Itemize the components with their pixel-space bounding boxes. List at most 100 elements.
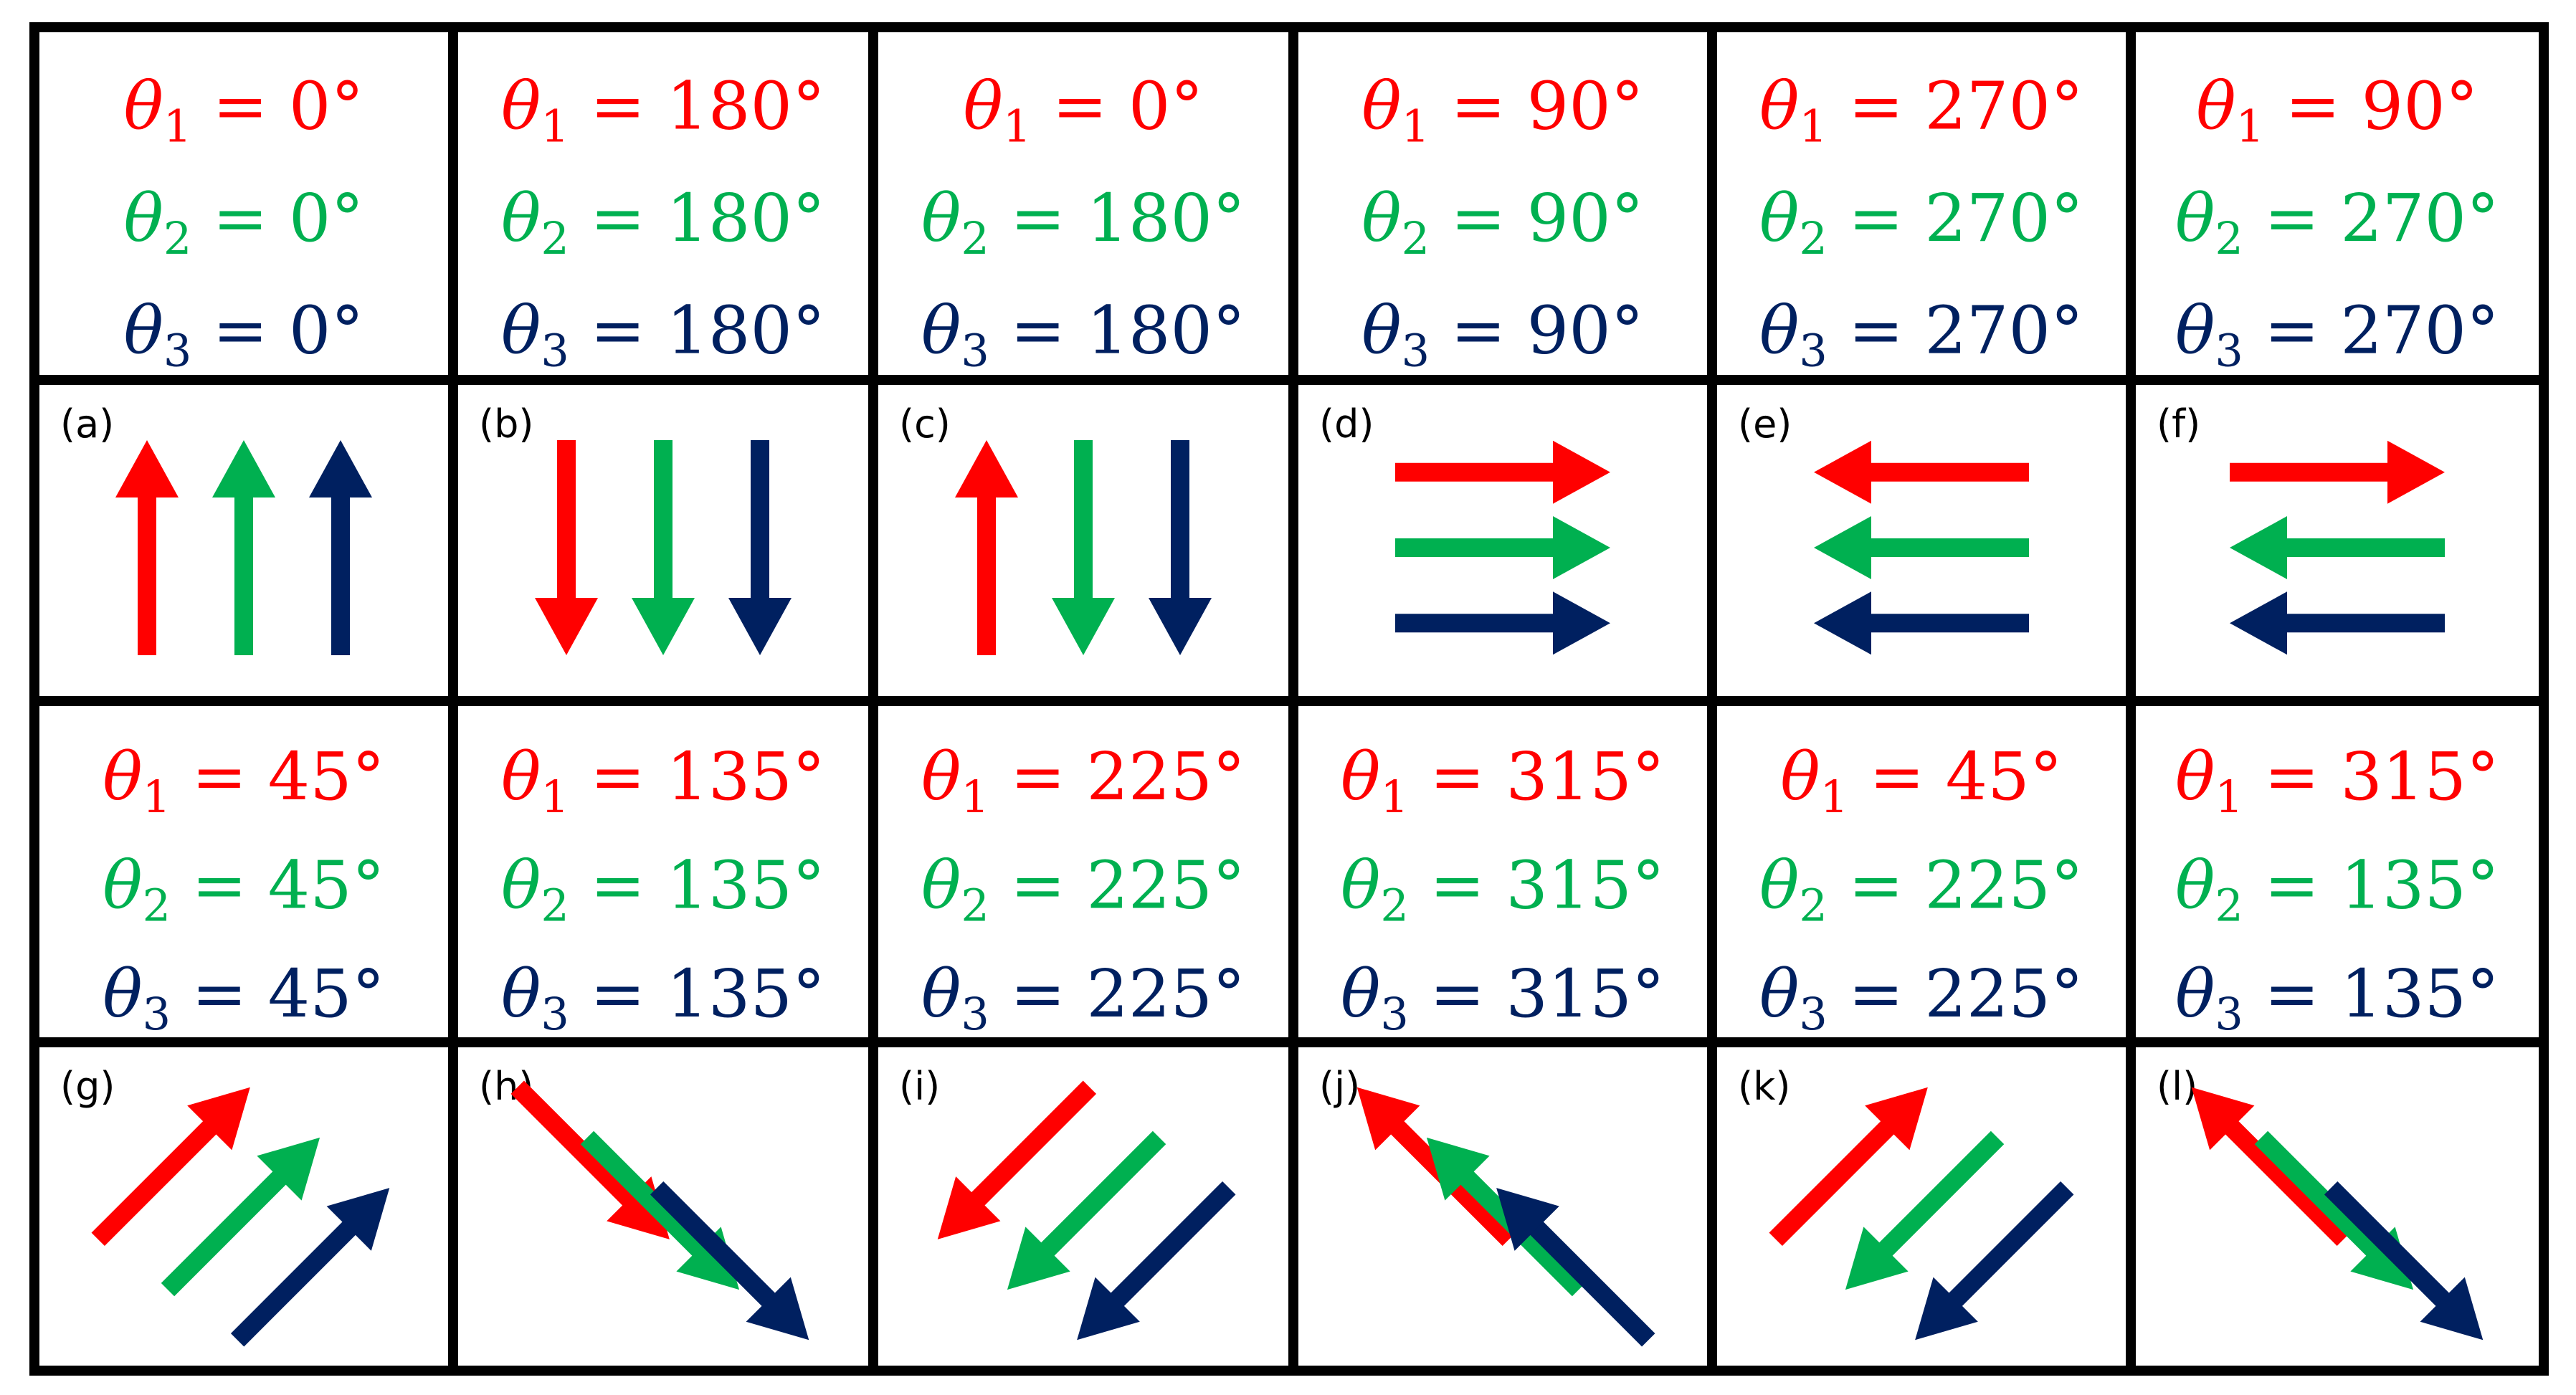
theta-symbol: θ <box>1759 68 1799 145</box>
spin-arrow-navy <box>2324 1181 2484 1341</box>
angle-equation-green: θ2 = 180° <box>921 180 1245 265</box>
arrow-panel-h: (h) <box>479 1064 809 1341</box>
arrow-head <box>2191 1087 2255 1151</box>
theta-subscript: 1 <box>1380 771 1408 823</box>
spin-arrow-green <box>1845 1130 2005 1290</box>
theta-symbol: θ <box>921 956 961 1032</box>
angle-equation-red: θ1 = 270° <box>1759 68 2083 153</box>
arrow-head <box>309 440 372 497</box>
angle-equations-c: θ1 = 0° θ2 = 180° θ3 = 180° <box>921 68 1245 377</box>
angle-value: = 135° <box>2243 847 2499 923</box>
angle-equations-k: θ1 = 45° θ2 = 225° θ3 = 225° <box>1759 738 2083 1040</box>
angle-equation-green: θ2 = 180° <box>501 180 825 265</box>
angle-equation-green: θ2 = 270° <box>1759 180 2083 265</box>
arrow-shaft <box>1108 1181 1236 1310</box>
theta-symbol: θ <box>501 738 541 815</box>
theta-symbol: θ <box>124 68 163 145</box>
spin-arrow-navy <box>2230 591 2445 655</box>
theta-symbol: θ <box>1341 847 1380 923</box>
angle-equations-j: θ1 = 315°θ2 = 315°θ3 = 315° <box>1341 738 1665 1040</box>
panel-label: (g) <box>60 1064 115 1109</box>
angle-value: = 225° <box>1828 847 2083 923</box>
angle-equation-green: θ2 = 0° <box>124 180 364 265</box>
theta-symbol: θ <box>2196 68 2235 145</box>
angle-equation-red: θ1 = 0° <box>964 68 1204 153</box>
angle-equation-red: θ1 = 315° <box>1341 738 1665 823</box>
angle-value: = 45° <box>171 738 385 815</box>
angle-equation-navy: θ3 = 270° <box>2175 292 2499 377</box>
theta-symbol: θ <box>2175 956 2215 1032</box>
angle-value: = 225° <box>1828 956 2083 1032</box>
angle-equation-green: θ2 = 135° <box>2175 847 2499 931</box>
angle-equations-l: θ1 = 315°θ2 = 135°θ3 = 135° <box>2175 738 2499 1040</box>
angle-value: = 135° <box>569 738 825 815</box>
arrow-head <box>115 440 179 497</box>
angle-value: = 135° <box>569 956 825 1032</box>
arrow-shaft <box>161 1168 289 1297</box>
angle-value: = 180° <box>569 292 825 369</box>
theta-subscript: 1 <box>2215 771 2243 823</box>
angle-value: = 180° <box>569 180 825 257</box>
angle-equation-navy: θ3 = 0° <box>124 292 364 377</box>
angle-value: = 0° <box>1031 68 1203 145</box>
spin-arrow-navy <box>650 1181 809 1341</box>
angle-value: = 270° <box>1828 180 2083 257</box>
spin-arrow-navy <box>728 440 792 655</box>
arrow-head <box>1814 516 1871 579</box>
arrow-head <box>257 1137 320 1201</box>
theta-symbol: θ <box>124 292 163 369</box>
arrow-shaft <box>2222 1118 2351 1247</box>
angle-equation-green: θ2 = 45° <box>103 847 384 931</box>
arrow-panel-g: (g) <box>60 1064 390 1347</box>
angle-equation-navy: θ3 = 180° <box>921 292 1245 377</box>
arrow-shaft <box>2324 1181 2453 1310</box>
angle-equation-red: θ1 = 45° <box>1780 738 2062 823</box>
spin-arrow-red <box>2230 440 2445 504</box>
arrow-head <box>746 1277 809 1341</box>
spin-arrow-red <box>115 440 179 655</box>
arrow-head <box>1077 1277 1140 1341</box>
panel-grid <box>29 22 2549 1376</box>
arrow-head <box>1865 1087 1928 1151</box>
panel-label: (j) <box>1319 1064 1360 1109</box>
theta-subscript: 1 <box>1820 771 1848 823</box>
theta-symbol: θ <box>103 956 142 1032</box>
theta-symbol: θ <box>501 180 541 257</box>
angle-equation-navy: θ3 = 90° <box>1361 292 1643 377</box>
arrow-panel-f: (f) <box>2157 401 2445 655</box>
angle-value: = 270° <box>2243 180 2499 257</box>
arrow-head <box>2387 440 2445 504</box>
angle-equation-green: θ2 = 225° <box>1759 847 2083 931</box>
arrow-shaft <box>1946 1181 2074 1310</box>
arrow-head <box>326 1188 390 1251</box>
angle-equations-h: θ1 = 135°θ2 = 135°θ3 = 135° <box>501 738 825 1040</box>
theta-symbol: θ <box>2175 292 2215 369</box>
arrow-head <box>632 598 695 655</box>
angle-equation-navy: θ3 = 135° <box>501 956 825 1040</box>
angle-equation-red: θ1 = 315° <box>2175 738 2499 823</box>
theta-subscript: 2 <box>1380 879 1408 931</box>
theta-subscript: 3 <box>1799 988 1827 1040</box>
angle-equation-red: θ1 = 0° <box>124 68 364 153</box>
angle-value: = 180° <box>569 68 825 145</box>
angle-equation-navy: θ3 = 225° <box>1759 956 2083 1040</box>
arrow-head <box>2420 1277 2484 1341</box>
arrow-shaft <box>1038 1130 1166 1259</box>
angle-equations-f: θ1 = 90°θ2 = 270°θ3 = 270° <box>2175 68 2499 377</box>
theta-subscript: 1 <box>1799 100 1827 153</box>
angle-equations-i: θ1 = 225°θ2 = 225°θ3 = 225° <box>921 738 1245 1040</box>
theta-subscript: 2 <box>1402 212 1430 265</box>
panel-label: (i) <box>899 1064 940 1109</box>
arrow-head <box>1496 1188 1559 1251</box>
arrow-head <box>2230 516 2287 579</box>
theta-symbol: θ <box>2175 847 2215 923</box>
theta-subscript: 3 <box>961 988 989 1040</box>
arrow-head <box>1356 1087 1420 1151</box>
spin-arrow-green <box>212 440 275 655</box>
angle-value: = 270° <box>2243 292 2499 369</box>
arrow-head <box>937 1176 1001 1239</box>
angle-equations-e: θ1 = 270°θ2 = 270°θ3 = 270° <box>1759 68 2083 377</box>
arrow-panel-a: (a) <box>60 401 372 655</box>
theta-subscript: 1 <box>1402 100 1430 153</box>
arrow-panel-j: (j) <box>1319 1064 1655 1347</box>
